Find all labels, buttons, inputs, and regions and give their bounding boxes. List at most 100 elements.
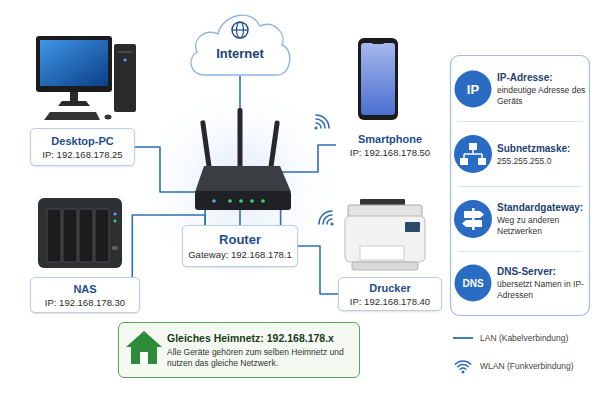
nas-bay <box>63 209 77 262</box>
monitor-screen <box>40 40 108 86</box>
tower-drive <box>118 51 132 53</box>
phone-screen <box>361 43 395 115</box>
node-title: Router <box>219 232 261 248</box>
cloud-shape <box>191 15 290 75</box>
info-row: Subnetzmaske:255.255.255.0 <box>451 123 589 185</box>
cloud-outline <box>185 4 295 76</box>
printer-body <box>345 216 425 262</box>
signpost-icon <box>454 200 492 238</box>
router-led <box>239 199 243 203</box>
keyboard <box>44 112 100 120</box>
wifi-wave <box>316 119 325 128</box>
signpost-pole <box>472 208 475 230</box>
wifi-symbol <box>314 115 329 130</box>
subnet-node <box>478 158 486 165</box>
device-box: Desktop-PCIP: 192.168.178.25 <box>30 128 135 166</box>
monitor-frame <box>36 36 112 92</box>
legend: LAN (Kabelverbindung) WLAN (Funkverbindun… <box>452 324 592 380</box>
circle-shape <box>455 265 492 302</box>
wifi-wave <box>327 219 332 224</box>
wifi-wave <box>460 368 466 369</box>
node-text: Gateway: 192.168.178.1 <box>188 248 292 261</box>
icon-circle <box>454 200 492 238</box>
legend-item: LAN (Kabelverbindung) <box>452 324 592 352</box>
nas-led <box>113 212 116 215</box>
nas-port <box>112 246 118 250</box>
node-title: IP <box>467 82 479 97</box>
phone-body <box>358 38 398 120</box>
device-box: DruckerIP: 192.168.178.40 <box>338 277 442 311</box>
router-glow <box>130 75 350 295</box>
wifi-wave <box>323 215 332 224</box>
lan-connector <box>239 76 241 225</box>
info-row: DNS-Server:übersetzt Namen in IP-Adresse… <box>451 252 589 314</box>
subnet-node <box>469 143 477 150</box>
wifi-wave <box>316 115 329 128</box>
router-led <box>250 199 254 203</box>
node-title: DNS <box>462 278 483 289</box>
legend-text: WLAN (Funkverbindung) <box>480 361 574 371</box>
icon-circle <box>454 135 492 173</box>
node-title: Standardgateway: <box>497 201 583 214</box>
legend-text: LAN (Kabelverbindung) <box>480 333 568 343</box>
info-panel <box>451 56 590 316</box>
signpost-sign <box>464 211 484 218</box>
router-led <box>261 199 265 203</box>
node-title: Subnetzmaske: <box>497 142 570 155</box>
info-row: IP-Adresse:eindeutige Adresse des Geräts… <box>451 58 589 120</box>
node-title: NAS <box>73 282 96 296</box>
subnet-icon <box>454 135 492 173</box>
router-led <box>212 199 216 203</box>
lan-connector <box>298 246 338 294</box>
monitor-stand <box>70 92 78 102</box>
smartphone-illustration <box>358 38 398 120</box>
node-text: Alle Geräte gehören zum selben Heimnetz … <box>167 347 353 369</box>
panel-divider <box>458 121 582 122</box>
device-box: NASIP: 192.168.178.30 <box>30 277 140 313</box>
printer-tray <box>352 262 418 270</box>
node-title: Drucker <box>369 281 411 295</box>
node-title: Desktop-PC <box>51 134 113 148</box>
pc-tower <box>114 44 136 112</box>
node-title: Internet <box>216 46 264 61</box>
nas-bay <box>95 209 109 262</box>
legend-item: WLAN (Funkverbindung) <box>452 352 592 380</box>
nas-illustration <box>38 198 122 268</box>
wifi-wave <box>319 211 332 224</box>
wifi-dot <box>330 222 333 225</box>
router-box: RouterGateway: 192.168.178.1 <box>182 225 298 267</box>
router-antenna <box>200 120 212 172</box>
node-text: Weg zu anderen Netzwerken <box>497 215 587 237</box>
subnet-node <box>460 158 468 165</box>
wifi-dot <box>462 371 465 374</box>
printer-illustration <box>345 199 425 270</box>
nas-body <box>38 198 122 268</box>
node-text: IP: 192.168.178.40 <box>350 295 430 308</box>
subnet-lines <box>464 150 482 158</box>
panel-divider <box>458 251 582 252</box>
nas-bay <box>79 209 93 262</box>
panel-divider <box>458 186 582 187</box>
node-text: IP: 192.168.178.30 <box>45 296 125 309</box>
printer-paper <box>360 246 404 260</box>
wifi-dot <box>314 126 317 129</box>
wifi-wave <box>458 365 469 367</box>
wifi-wave <box>455 361 471 364</box>
router-front <box>195 191 291 210</box>
wifi-symbol <box>319 211 334 226</box>
node-text: 255.255.255.0 <box>497 156 551 167</box>
device-label: SmartphoneIP: 192.168.178.50 <box>336 127 444 163</box>
router-illustration <box>195 108 291 210</box>
lan-line-sample <box>453 337 473 339</box>
legend-sample <box>452 358 474 374</box>
lan-connector <box>281 145 336 225</box>
printer-paper-feed <box>360 199 405 207</box>
tower-led <box>123 58 126 61</box>
node-text: eindeutige Adresse des Geräts <box>497 85 587 107</box>
info-box: Gleiches Heimnetz: 192.168.178.xAlle Ger… <box>118 322 360 378</box>
router-led <box>228 199 232 203</box>
circle-shape <box>455 71 492 108</box>
node-title: DNS-Server: <box>497 265 556 278</box>
wifi-wave <box>316 123 321 128</box>
node-text: IP: 192.168.178.25 <box>42 148 122 161</box>
